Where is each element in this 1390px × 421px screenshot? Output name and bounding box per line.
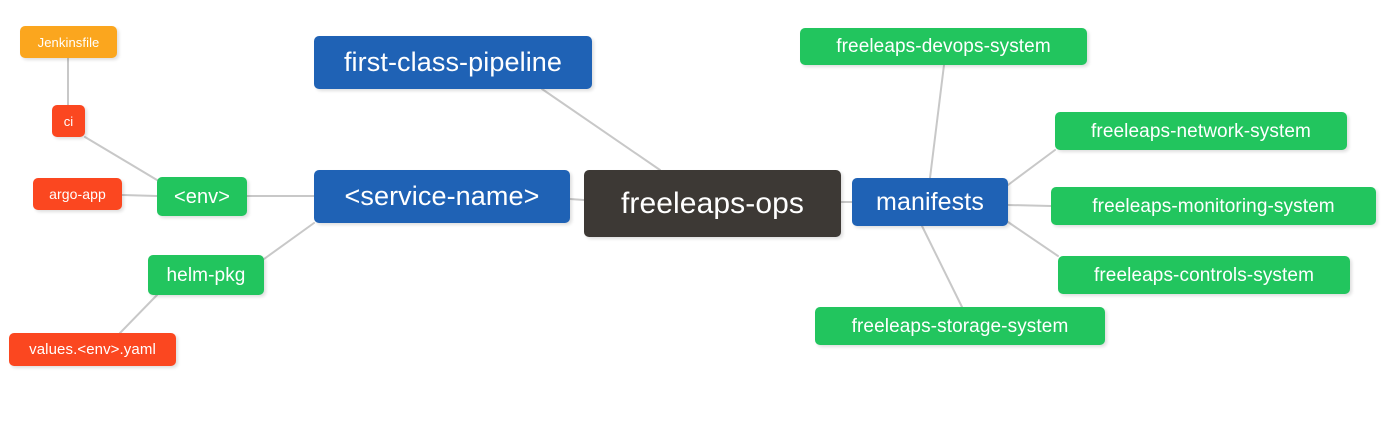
node-service-name[interactable]: <service-name>: [314, 170, 570, 223]
node-helm-pkg[interactable]: helm-pkg: [148, 255, 264, 295]
edge-helm-pkg-to-values-yaml: [119, 294, 158, 334]
edge-ci-to-env: [84, 136, 163, 184]
edge-manifests-to-freeleaps-monitoring-system: [1007, 204, 1052, 207]
edge-manifests-to-freeleaps-controls-system: [1007, 221, 1059, 257]
node-jenkinsfile[interactable]: Jenkinsfile: [20, 26, 117, 58]
node-manifests[interactable]: manifests: [852, 178, 1008, 226]
edge-manifests-to-freeleaps-storage-system: [921, 225, 963, 308]
node-freeleaps-monitoring-system[interactable]: freeleaps-monitoring-system: [1051, 187, 1376, 225]
edge-service-name-to-helm-pkg: [263, 222, 315, 260]
node-freeleaps-controls-system[interactable]: freeleaps-controls-system: [1058, 256, 1350, 294]
node-argo-app[interactable]: argo-app: [33, 178, 122, 210]
node-first-class-pipeline[interactable]: first-class-pipeline: [314, 36, 592, 89]
node-freeleaps-storage-system[interactable]: freeleaps-storage-system: [815, 307, 1105, 345]
edge-first-class-pipeline-to-freeleaps-ops: [541, 88, 661, 171]
edge-service-name-to-freeleaps-ops: [569, 198, 585, 201]
edge-manifests-to-freeleaps-network-system: [1007, 149, 1056, 186]
edge-manifests-to-freeleaps-devops-system: [929, 64, 945, 179]
node-ci[interactable]: ci: [52, 105, 85, 137]
node-env[interactable]: <env>: [157, 177, 247, 216]
node-freeleaps-network-system[interactable]: freeleaps-network-system: [1055, 112, 1347, 150]
edge-argo-app-to-env: [121, 194, 158, 197]
node-freeleaps-ops[interactable]: freeleaps-ops: [584, 170, 841, 237]
node-values-yaml[interactable]: values.<env>.yaml: [9, 333, 176, 366]
node-freeleaps-devops-system[interactable]: freeleaps-devops-system: [800, 28, 1087, 65]
